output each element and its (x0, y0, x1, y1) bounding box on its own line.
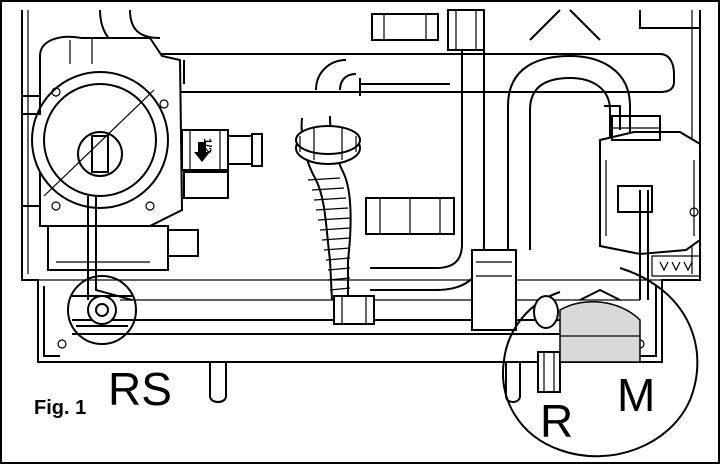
detail-circle (502, 267, 699, 458)
figure-caption: Fig. 1 (34, 397, 87, 419)
valve-size-marking: 1/2 (201, 138, 213, 154)
arrow-down-icon (194, 142, 210, 162)
safety-valve (67, 275, 137, 345)
label-m: M (617, 369, 656, 421)
motor-assembly (599, 115, 701, 300)
bottom-connections (209, 351, 561, 403)
label-r: R (540, 395, 574, 447)
central-pipe (359, 9, 517, 331)
ball-valve (181, 129, 263, 199)
label-rs: RS (108, 363, 172, 415)
flexible-hose (295, 59, 375, 325)
u-pipe (507, 54, 631, 250)
circulating-pump (22, 35, 199, 271)
